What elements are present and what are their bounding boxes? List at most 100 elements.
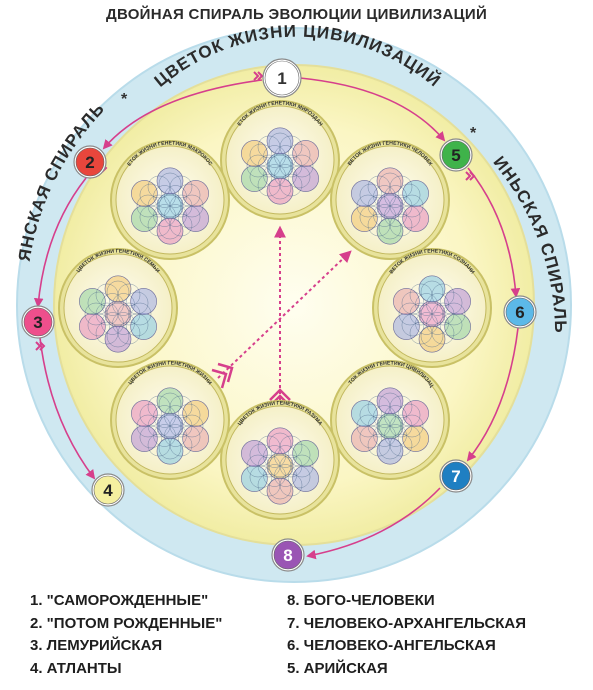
flower-line [147,433,171,457]
flower-line [356,194,380,218]
legend-left: 1. "САМОРОЖДЕННЫЕ" 2. "ПОТОМ РОЖДЕННЫЕ" … [30,590,222,680]
flower-line [249,443,273,467]
flower-cell [156,437,184,465]
diagram-title: ДВОЙНАЯ СПИРАЛЬ ЭВОЛЮЦИИ ЦИВИЛИЗАЦИЙ [105,6,488,23]
flower-line [128,302,152,326]
flower-cell [130,288,157,315]
node-label: 1 [277,69,286,88]
flower-cell [266,427,294,455]
flower-cell [266,477,294,505]
flower-cell [131,180,158,207]
flower-line [177,183,201,207]
legend-item-3: 3. ЛЕМУРИЙСКАЯ [30,637,163,654]
flower-line [106,280,130,304]
arrow-diagonal [217,250,352,379]
flower-line [147,213,171,237]
node-group: 1 2 3 4 5 6 7 8 [21,58,537,572]
flower-line [158,392,182,416]
node-2: 2 [73,145,107,179]
node-fill [505,297,535,327]
flower-cell [266,177,294,205]
flower-line [359,183,383,207]
flower-line [378,392,402,416]
flower-line [397,183,421,207]
flower-line [249,143,273,167]
flower-line [356,414,380,438]
flower-cell [241,440,268,467]
flower-line [431,283,455,307]
flower-cell [418,275,446,303]
flower-line [169,175,193,199]
flower-cell [418,325,446,353]
flower-line [84,302,108,326]
flower-line [268,432,292,456]
star-mark-right: * [470,125,477,142]
flower-line [400,194,424,218]
flower-line [279,435,303,459]
flower-cell [376,167,404,195]
flower-cell [292,140,319,167]
flower-of-life: ЦВЕТОК ЖИЗНИ ГЕНЕТИКИ СЕМЬИ [58,248,178,368]
node-4: 4 [91,473,125,507]
spiral-connector [102,79,263,150]
legend-item-4: 4. АТЛАНТЫ [30,659,122,677]
node-fill [273,540,303,570]
node-3: 3 [21,305,55,339]
legend-item-6: 6. ЧЕЛОВЕКО-АНГЕЛЬСКАЯ [287,637,496,654]
flower-line [359,403,383,427]
flower-cell [402,400,429,427]
flower-cell [104,325,132,353]
flower-line [378,172,402,196]
flower-line [420,324,444,348]
flower-line [268,176,292,200]
flower-line [287,143,311,167]
node-label: 2 [85,153,94,172]
flower-line [177,403,201,427]
flower-line [95,321,119,345]
flower-cell [376,217,404,245]
node-1: 1 [262,58,302,98]
flower-line [117,283,141,307]
flower-cell [266,127,294,155]
flower-of-life: ЦВЕТОК ЖИЗНИ ГЕНЕТИКИ ЖИЗНИ [110,360,230,480]
legend-item-5: 5. АРИЙСКАЯ [287,659,388,677]
flower-line [139,403,163,427]
ring-chevron [253,71,264,81]
flower-line [158,436,182,460]
flower-line [290,454,314,478]
flower-line [180,414,204,438]
flower-line [268,476,292,500]
flower-line [398,302,422,326]
legend-right: 8. БОГО-ЧЕЛОВЕКИ 7. ЧЕЛОВЕКО-АРХАНГЕЛЬСК… [287,590,526,680]
spiral-connector [466,327,519,462]
flower-line [268,132,292,156]
flower-line [400,414,424,438]
flower-line [389,175,413,199]
flower-cell [351,400,378,427]
node-label: 5 [451,146,460,165]
node-fill [75,147,105,177]
flower-cell [402,180,429,207]
flower-line [442,302,466,326]
flower-line [246,154,270,178]
flower-line [279,135,303,159]
node-label: 6 [515,303,524,322]
flower-cell [376,437,404,465]
spiral-connector [467,167,521,298]
node-label: 8 [283,546,292,565]
legend-item-8: 8. БОГО-ЧЕЛОВЕКИ [287,592,435,609]
flower-line [139,183,163,207]
spiral-connector [306,487,441,560]
legend-item-1: 1. "САМОРОЖДЕННЫЕ" [30,592,209,609]
flower-line [169,395,193,419]
flower-cell [182,180,209,207]
flower-of-life: ЦВЕТОК ЖИЗНИ ГЕНЕТИКИ РАЗУМА [220,400,340,520]
legend-item-2: 2. "ПОТОМ РОЖДЕННЫЕ" [30,614,223,632]
flower-line [378,216,402,240]
spiral-connector [33,177,87,308]
node-label: 7 [451,467,460,486]
flower-line [439,291,463,315]
spiral-connector-lines [33,71,521,560]
node-fill [93,475,123,505]
flower-line [158,172,182,196]
